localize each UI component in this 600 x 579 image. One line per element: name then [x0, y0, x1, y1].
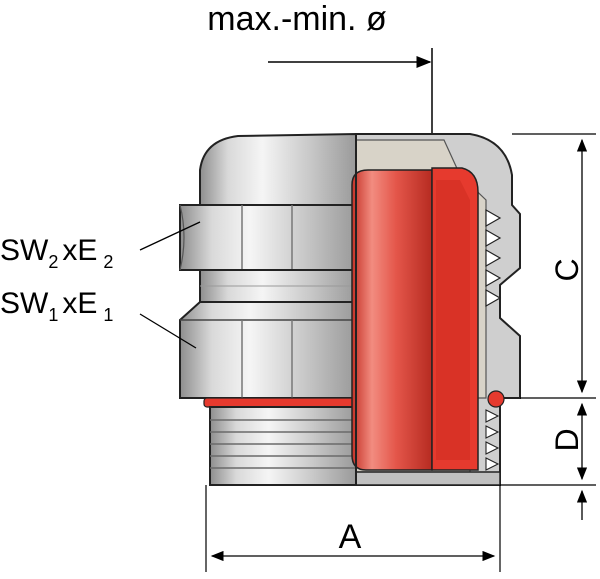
dimension-c-label: C — [549, 258, 585, 281]
dimension-d-label: D — [549, 428, 585, 451]
sw1-label: SW — [0, 287, 49, 320]
dimension-a-label: A — [339, 518, 362, 556]
dimension-d: D — [500, 402, 596, 520]
gland-exterior — [179, 132, 357, 486]
max-min-diameter-label: max.-min. ø — [207, 0, 386, 38]
gland-section — [351, 133, 521, 486]
dimension-a: A — [205, 485, 501, 572]
dimension-c: C — [512, 133, 596, 399]
sw2-label: SW — [0, 234, 49, 267]
